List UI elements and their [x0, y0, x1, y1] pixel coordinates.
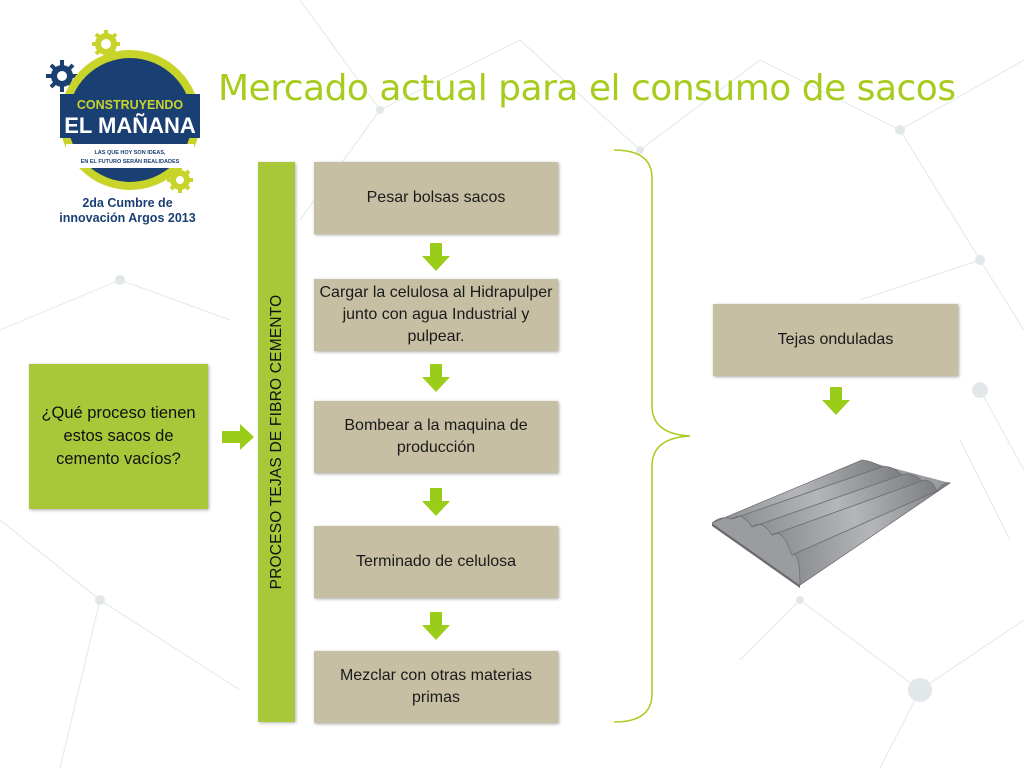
question-text: ¿Qué proceso tienen estos sacos de cemen… [41, 404, 196, 468]
arrow-down-icon [422, 364, 450, 392]
process-step-text: Cargar la celulosa al Hidrapulper junto … [319, 284, 553, 345]
logo-caption: 2da Cumbre de innovación Argos 2013 [30, 196, 225, 226]
arrow-down-icon [422, 488, 450, 516]
process-label: PROCESO TEJAS DE FIBRO CEMENTO [267, 294, 285, 590]
logo-caption-line1: 2da Cumbre de [82, 196, 173, 210]
process-step: Cargar la celulosa al Hidrapulper junto … [314, 279, 558, 351]
svg-text:LAS QUE HOY SON IDEAS,: LAS QUE HOY SON IDEAS, [94, 150, 166, 156]
logo-caption-line2: innovación Argos 2013 [59, 211, 196, 225]
arrow-down-icon [422, 612, 450, 640]
question-box: ¿Qué proceso tienen estos sacos de cemen… [29, 364, 208, 509]
arrow-down-icon [422, 243, 450, 271]
process-step-text: Terminado de celulosa [355, 553, 517, 570]
arrow-right-icon [222, 424, 254, 450]
process-step: Mezclar con otras materias primas [314, 651, 558, 723]
process-step-text: Mezclar con otras materias primas [339, 667, 533, 706]
gear-icon [92, 30, 120, 58]
process-step: Pesar bolsas sacos [314, 162, 558, 234]
slide-title: Mercado actual para el consumo de sacos [218, 68, 956, 109]
construyendo-logo: CONSTRUYENDO EL MAÑANA LAS QUE HOY SON I… [46, 30, 200, 193]
corrugated-roof-sheet-image [712, 459, 951, 588]
curly-brace [613, 149, 691, 723]
result-box: Tejas onduladas [713, 304, 958, 376]
process-step: Terminado de celulosa [314, 526, 558, 598]
svg-text:EN EL FUTURO SERÁN REALIDADES: EN EL FUTURO SERÁN REALIDADES [81, 158, 180, 165]
process-step: Bombear a la maquina de producción [314, 401, 558, 473]
process-label-bar: PROCESO TEJAS DE FIBRO CEMENTO [258, 162, 295, 722]
result-text: Tejas onduladas [777, 331, 894, 348]
svg-text:CONSTRUYENDO: CONSTRUYENDO [77, 98, 184, 112]
gear-icon [46, 60, 78, 92]
svg-text:EL MAÑANA: EL MAÑANA [64, 113, 196, 138]
process-step-text: Pesar bolsas sacos [366, 189, 506, 206]
arrow-down-icon [822, 387, 850, 415]
process-step-text: Bombear a la maquina de producción [344, 417, 528, 456]
